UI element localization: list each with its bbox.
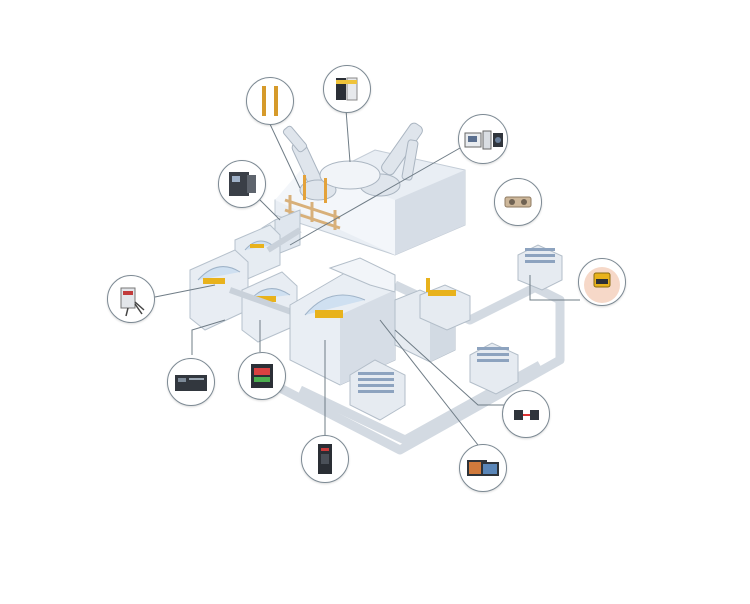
laser-scanner-icon (578, 258, 626, 306)
safety-relay-icon (323, 65, 371, 113)
light-curtain-icon (246, 77, 294, 125)
temperature-controller-icon (238, 352, 286, 400)
industrial-pc-icon (301, 435, 349, 483)
proximity-sensor-icon (494, 178, 542, 226)
light-curtain-posts (303, 175, 327, 203)
plc-unit-icon (167, 358, 215, 406)
power-supply-icon (218, 160, 266, 208)
station-3 (189, 249, 249, 331)
rotary-table (319, 160, 381, 190)
stack-unit-right-top (517, 244, 563, 291)
stack-unit-right-bottom (469, 342, 519, 395)
stack-unit-center (349, 359, 406, 421)
leader-lines (154, 109, 580, 446)
servo-drive-set-icon (458, 114, 508, 164)
station-right-upper (419, 284, 471, 331)
main-machine (289, 257, 396, 386)
signal-tower (426, 278, 430, 292)
conveyor-link-upper (228, 227, 302, 318)
photoelectric-sensor-icon (502, 390, 550, 438)
touch-panel-icon (459, 444, 507, 492)
vision-controller-icon (107, 275, 155, 323)
